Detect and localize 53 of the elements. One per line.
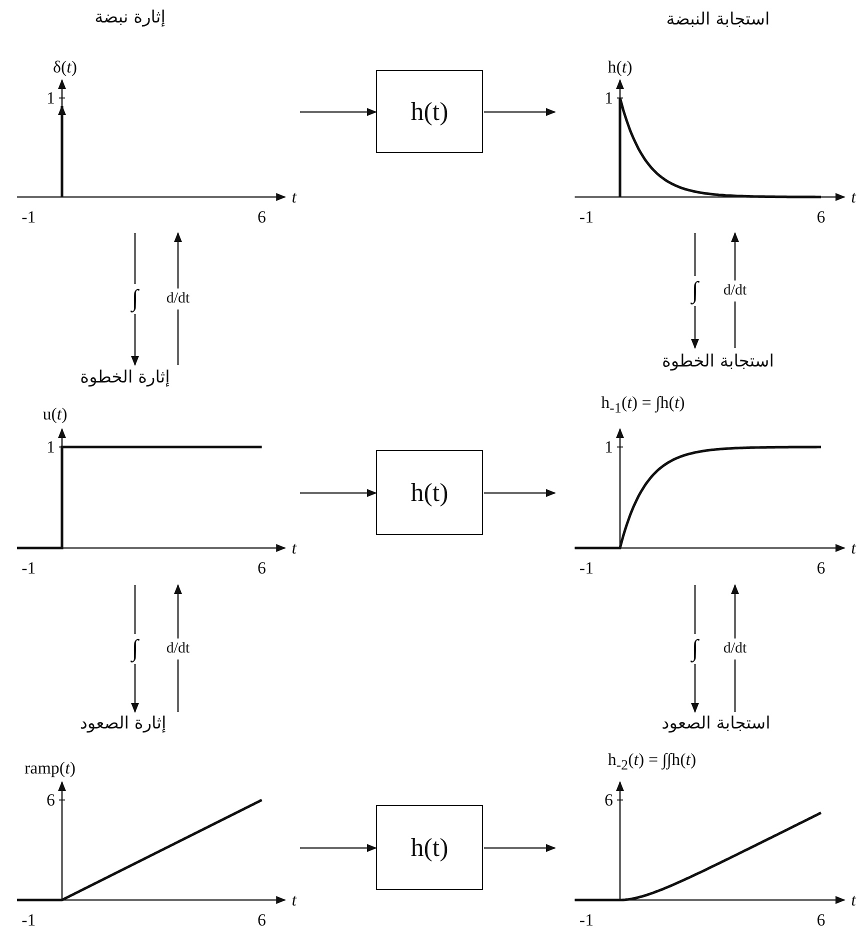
tick-label: 6	[258, 560, 266, 576]
axis-label: h(t)	[608, 58, 632, 76]
plot-title: إثارة الخطوة	[80, 370, 170, 386]
system-box: h(t)	[376, 70, 483, 153]
edge-label: ∫	[690, 276, 700, 306]
edge-label: d/dt	[721, 638, 749, 659]
axis-label: δ(t)	[52, 58, 78, 76]
tick-label: 1	[604, 438, 613, 456]
tick-label: -1	[22, 560, 36, 576]
arrow	[484, 844, 556, 852]
edge-label: d/dt	[721, 280, 749, 301]
tick-label: 6	[816, 560, 826, 576]
edge-label: ∫	[690, 634, 700, 664]
tick-label: 6	[816, 208, 826, 226]
arrow	[484, 108, 556, 116]
tick-label: 6	[816, 912, 826, 928]
tick-label: 1	[46, 438, 55, 456]
axis-label: t	[851, 892, 856, 908]
arrow	[300, 489, 377, 497]
axis-label: u(t)	[42, 406, 68, 422]
edge-label: d/dt	[164, 638, 192, 659]
tick-label: -1	[22, 208, 36, 226]
axis-label: t	[851, 540, 856, 556]
tick-label: 6	[46, 792, 55, 808]
edge-label: d/dt	[164, 288, 192, 310]
tick-label: -1	[22, 912, 36, 928]
edge-label: ∫	[130, 284, 140, 314]
plot-title: إثارة الصعود	[80, 716, 166, 732]
system-box: h(t)	[376, 805, 483, 890]
system-box: h(t)	[376, 450, 483, 535]
axis-label: t	[292, 188, 296, 206]
plot-title: استجابة الصعود	[662, 716, 770, 732]
tick-label: -1	[579, 560, 594, 576]
axis-label: t	[851, 188, 856, 206]
edge-label: ∫	[130, 634, 140, 664]
axis-label: ramp(t)	[24, 760, 76, 776]
plot-title: إثارة نبضة	[94, 10, 166, 26]
plot-title: استجابة النبضة	[666, 12, 770, 28]
tick-label: 1	[604, 90, 613, 106]
axis-label: t	[292, 540, 296, 556]
arrow	[300, 844, 377, 852]
arrow	[300, 108, 377, 116]
axis-label: h$_{-2}$(t) = ∫∫h(t)	[608, 751, 696, 773]
axis-label: t	[292, 892, 296, 908]
tick-label: 6	[258, 912, 266, 928]
tick-label: 6	[604, 792, 613, 808]
arrow	[484, 489, 556, 497]
tick-label: 6	[258, 208, 266, 226]
tick-label: 1	[46, 90, 55, 106]
axis-label: h$_{-1}$(t) = ∫h(t)	[601, 394, 685, 416]
tick-label: -1	[579, 912, 594, 928]
plot-title: استجابة الخطوة	[662, 354, 774, 370]
tick-label: -1	[579, 208, 594, 226]
